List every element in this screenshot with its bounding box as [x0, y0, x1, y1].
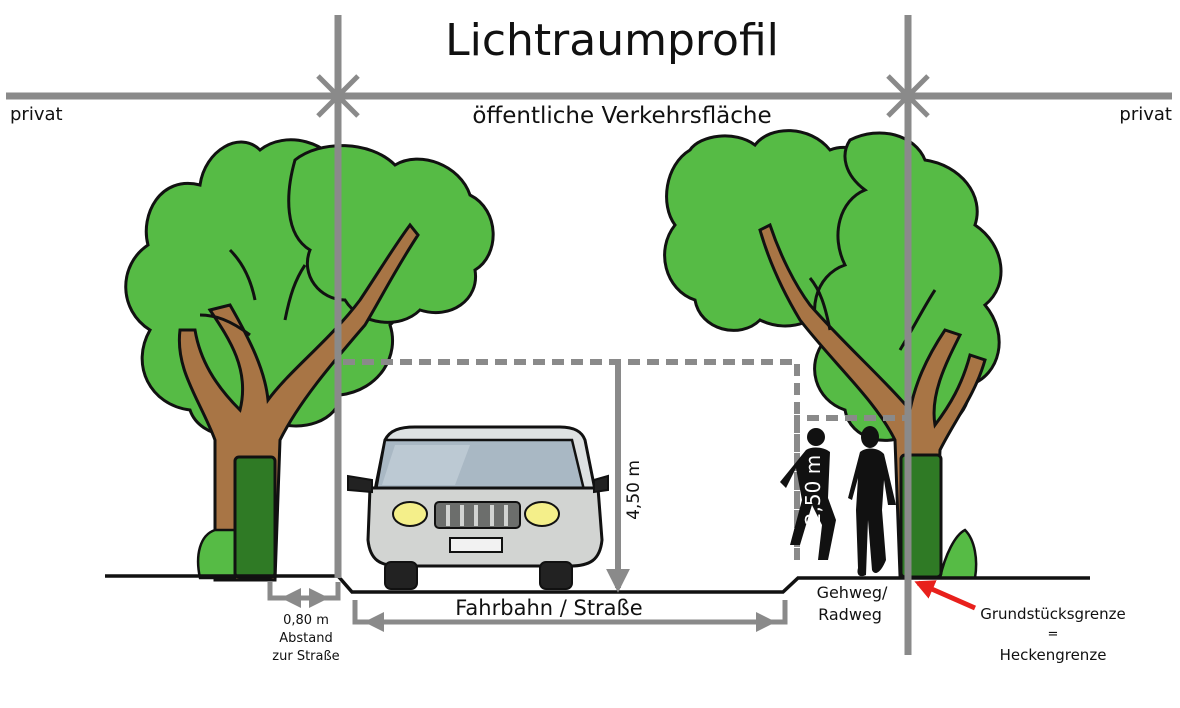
car-icon	[347, 425, 609, 590]
person-walking-icon	[848, 426, 896, 577]
label-boundary-3: Heckengrenze	[1000, 646, 1107, 664]
intersection-mark-right	[886, 74, 930, 118]
label-height-walkway: 2,50 m	[801, 455, 825, 525]
label-road: Fahrbahn / Straße	[455, 596, 642, 620]
label-private-left: privat	[10, 104, 63, 125]
person-running-icon	[780, 428, 836, 560]
label-distance-1: 0,80 m	[283, 613, 329, 628]
label-distance-2: Abstand	[279, 631, 332, 646]
label-public-area: öffentliche Verkehrsfläche	[472, 103, 771, 129]
arrow-icon	[914, 580, 977, 611]
label-height-road: 4,50 m	[624, 460, 644, 520]
hedge-icon	[196, 455, 277, 580]
hedge-icon	[899, 453, 978, 580]
walkway-clearance-profile	[794, 415, 905, 560]
label-boundary-2: =	[1048, 627, 1059, 642]
label-walkway-2: Radweg	[818, 605, 882, 624]
label-distance-3: zur Straße	[272, 649, 339, 664]
intersection-mark-left	[316, 74, 360, 118]
label-private-right: privat	[1119, 104, 1172, 125]
ground-line	[105, 574, 1090, 594]
page-title: Lichtraumprofil	[445, 15, 779, 66]
label-boundary-1: Grundstücksgrenze	[980, 605, 1125, 623]
tree-icon	[663, 129, 1003, 577]
label-walkway-1: Gehweg/	[817, 583, 888, 602]
